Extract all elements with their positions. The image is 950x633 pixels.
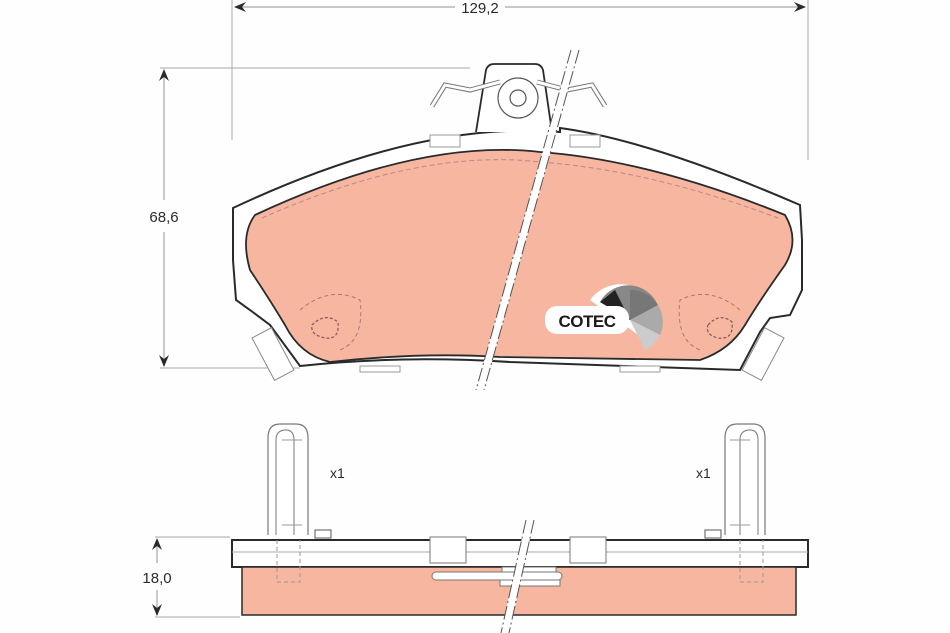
width-dimension [231, 0, 809, 160]
width-dimension-label: 129,2 [461, 0, 499, 17]
right-clip [704, 423, 766, 539]
left-clip [267, 423, 332, 539]
break-line [475, 48, 580, 392]
height-dimension-label: 68,6 [149, 209, 178, 226]
cotec-logo: COTEC [545, 284, 663, 350]
height-dimension [159, 67, 470, 369]
cotec-logo-text: COTEC [559, 312, 616, 331]
left-clip-qty: x1 [330, 465, 345, 481]
thickness-dimension-label: 18,0 [142, 570, 171, 587]
side-view [231, 519, 809, 633]
right-clip-qty: x1 [696, 465, 711, 481]
thickness-dimension [152, 536, 240, 618]
